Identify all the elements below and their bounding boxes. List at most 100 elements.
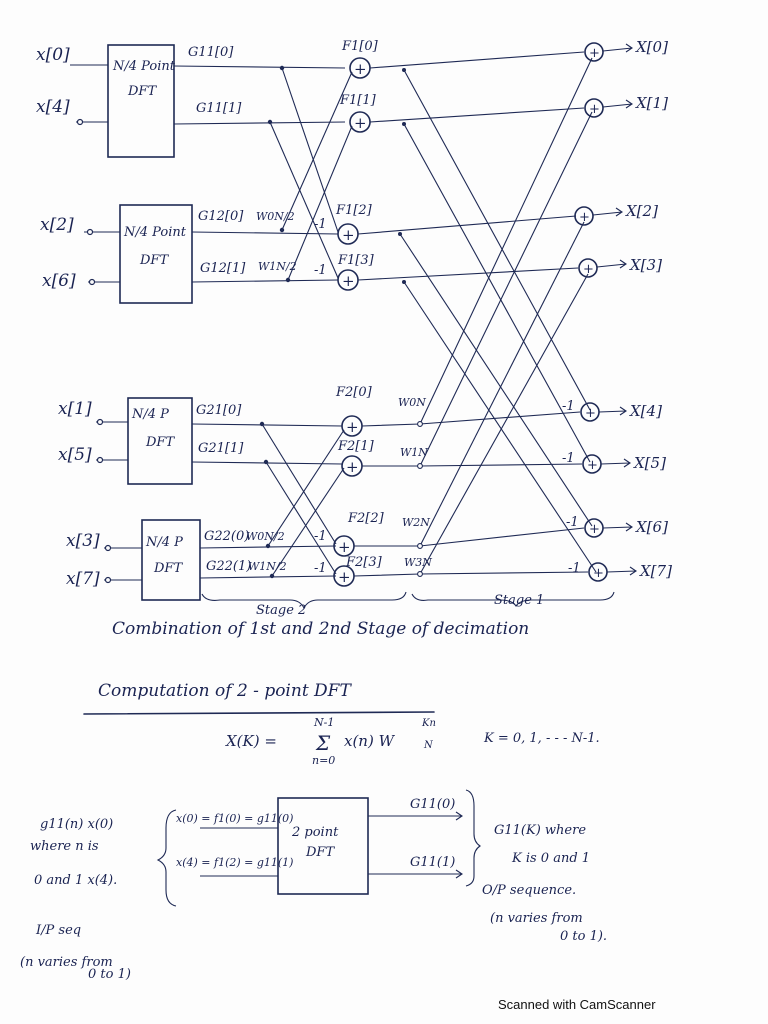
plus-sign: + (346, 458, 359, 476)
sum-lower-limit: n=0 (312, 754, 335, 767)
plus-sign: + (589, 46, 600, 61)
adder-node: + (582, 454, 602, 474)
input-equation: x(0) = f1(0) = g11(0) (176, 812, 293, 825)
minus-one-label: -1 (314, 263, 327, 278)
dft-block-line1: N/4 Point (112, 59, 176, 74)
input-label: x[6] (42, 271, 76, 291)
g-label: G22(0) (204, 529, 249, 544)
minus-one-label: -1 (562, 399, 575, 414)
dft-block-line1: N/4 P (145, 535, 183, 550)
formula-lhs: X(K) = (225, 732, 277, 750)
right-note-line: O/P sequence. (482, 883, 576, 898)
adder-node: + (337, 223, 359, 245)
adder-node: + (341, 415, 363, 437)
twiddle-factor: W0N (398, 396, 426, 409)
minus-one-label: -1 (566, 515, 579, 530)
plus-sign: + (342, 272, 355, 290)
scanner-watermark: Scanned with CamScanner (498, 997, 656, 1012)
f-label: F2[1] (337, 439, 375, 454)
dft-block: N/4 P DFT (141, 519, 201, 601)
f-label: F1[3] (337, 253, 375, 268)
g-label: G11[1] (196, 101, 242, 116)
adder-node: + (584, 518, 604, 538)
adder-node: + (333, 535, 355, 557)
dft-block-line2: DFT (127, 84, 157, 99)
right-note-line: 0 to 1). (560, 929, 607, 944)
block-line2: DFT (305, 845, 335, 860)
g-label: G21[0] (196, 403, 242, 418)
twiddle-factor: W1N (400, 446, 428, 459)
plus-sign: + (338, 568, 351, 586)
g-label: G21[1] (198, 441, 244, 456)
twiddle-factor: W1N/2 (258, 260, 297, 273)
right-note-line: (n varies from (490, 911, 583, 926)
stage-1-brace (411, 591, 615, 607)
minus-one-label: -1 (314, 217, 327, 232)
output-label: X[6] (635, 518, 668, 536)
dft-block-line2: DFT (145, 435, 175, 450)
twiddle-factor: W0N/2 (246, 530, 285, 543)
g-label: G12[0] (198, 209, 244, 224)
plus-sign: + (579, 210, 590, 225)
dft-block-line2: DFT (139, 253, 169, 268)
adder-node: + (580, 402, 600, 422)
plus-sign: + (346, 418, 359, 436)
minus-one-label: -1 (314, 529, 327, 544)
input-label: x[3] (66, 531, 100, 551)
dft-block-line1: N/4 P (131, 407, 169, 422)
output-label: X[1] (635, 94, 668, 112)
formula-range: K = 0, 1, - - - N-1. (483, 731, 600, 746)
input-equation: x(4) = f1(2) = g11(1) (176, 856, 293, 869)
plus-sign: + (342, 226, 355, 244)
stage-2-brace (201, 591, 407, 610)
output-label: G11(0) (410, 797, 455, 812)
output-brace (465, 789, 481, 887)
g-label: G12[1] (200, 261, 246, 276)
sum-upper-limit: N-1 (313, 716, 334, 729)
g-label: G11[0] (188, 45, 234, 60)
formula-term: x(n) W (344, 732, 396, 750)
input-label: x[7] (66, 569, 100, 589)
plus-sign: + (593, 566, 604, 581)
minus-one-label: -1 (314, 561, 327, 576)
f-label: F1[0] (341, 39, 379, 54)
g-label: G22(1) (206, 559, 251, 574)
f-label: F2[2] (347, 511, 385, 526)
plus-sign: + (583, 262, 594, 277)
diagram-caption: Combination of 1st and 2nd Stage of deci… (112, 619, 529, 639)
plus-sign: + (589, 102, 600, 117)
adder-node: + (584, 42, 604, 62)
plus-sign: + (354, 60, 367, 78)
section-title: Computation of 2 - point DFT (98, 681, 352, 701)
output-label: X[7] (639, 562, 672, 580)
adder-node: + (349, 57, 371, 79)
output-arrows (368, 811, 463, 879)
input-brace (156, 809, 177, 907)
left-note-line: (n varies from (20, 955, 113, 970)
input-label: x[0] (36, 45, 70, 65)
left-note-line: 0 and 1 x(4). (34, 873, 117, 888)
twiddle-factor: W2N (402, 516, 430, 529)
f-label: F2[3] (345, 555, 383, 570)
twiddle-factor: W3N (404, 556, 432, 569)
adder-node: + (578, 258, 598, 278)
formula-exponent: Kn (421, 718, 436, 729)
title-underline (83, 711, 435, 715)
f-label: F2[0] (335, 385, 373, 400)
stage-2-label: Stage 2 (256, 603, 306, 618)
left-note-line: I/P seq (35, 923, 81, 938)
twiddle-factor: W0N/2 (256, 210, 295, 223)
dft-block: N/4 P DFT (127, 397, 193, 485)
left-note-line: 0 to 1) (88, 967, 131, 982)
stage-1-label: Stage 1 (494, 593, 544, 608)
left-note-line: g11(n) x(0) (40, 817, 113, 832)
input-wires (200, 827, 278, 877)
output-label: X[2] (625, 202, 658, 220)
plus-sign: + (338, 538, 351, 556)
two-point-dft-block: 2 point DFT (277, 797, 369, 895)
dft-block-line2: DFT (153, 561, 183, 576)
plus-sign: + (589, 522, 600, 537)
input-label: x[4] (36, 97, 70, 117)
adder-node: + (337, 269, 359, 291)
